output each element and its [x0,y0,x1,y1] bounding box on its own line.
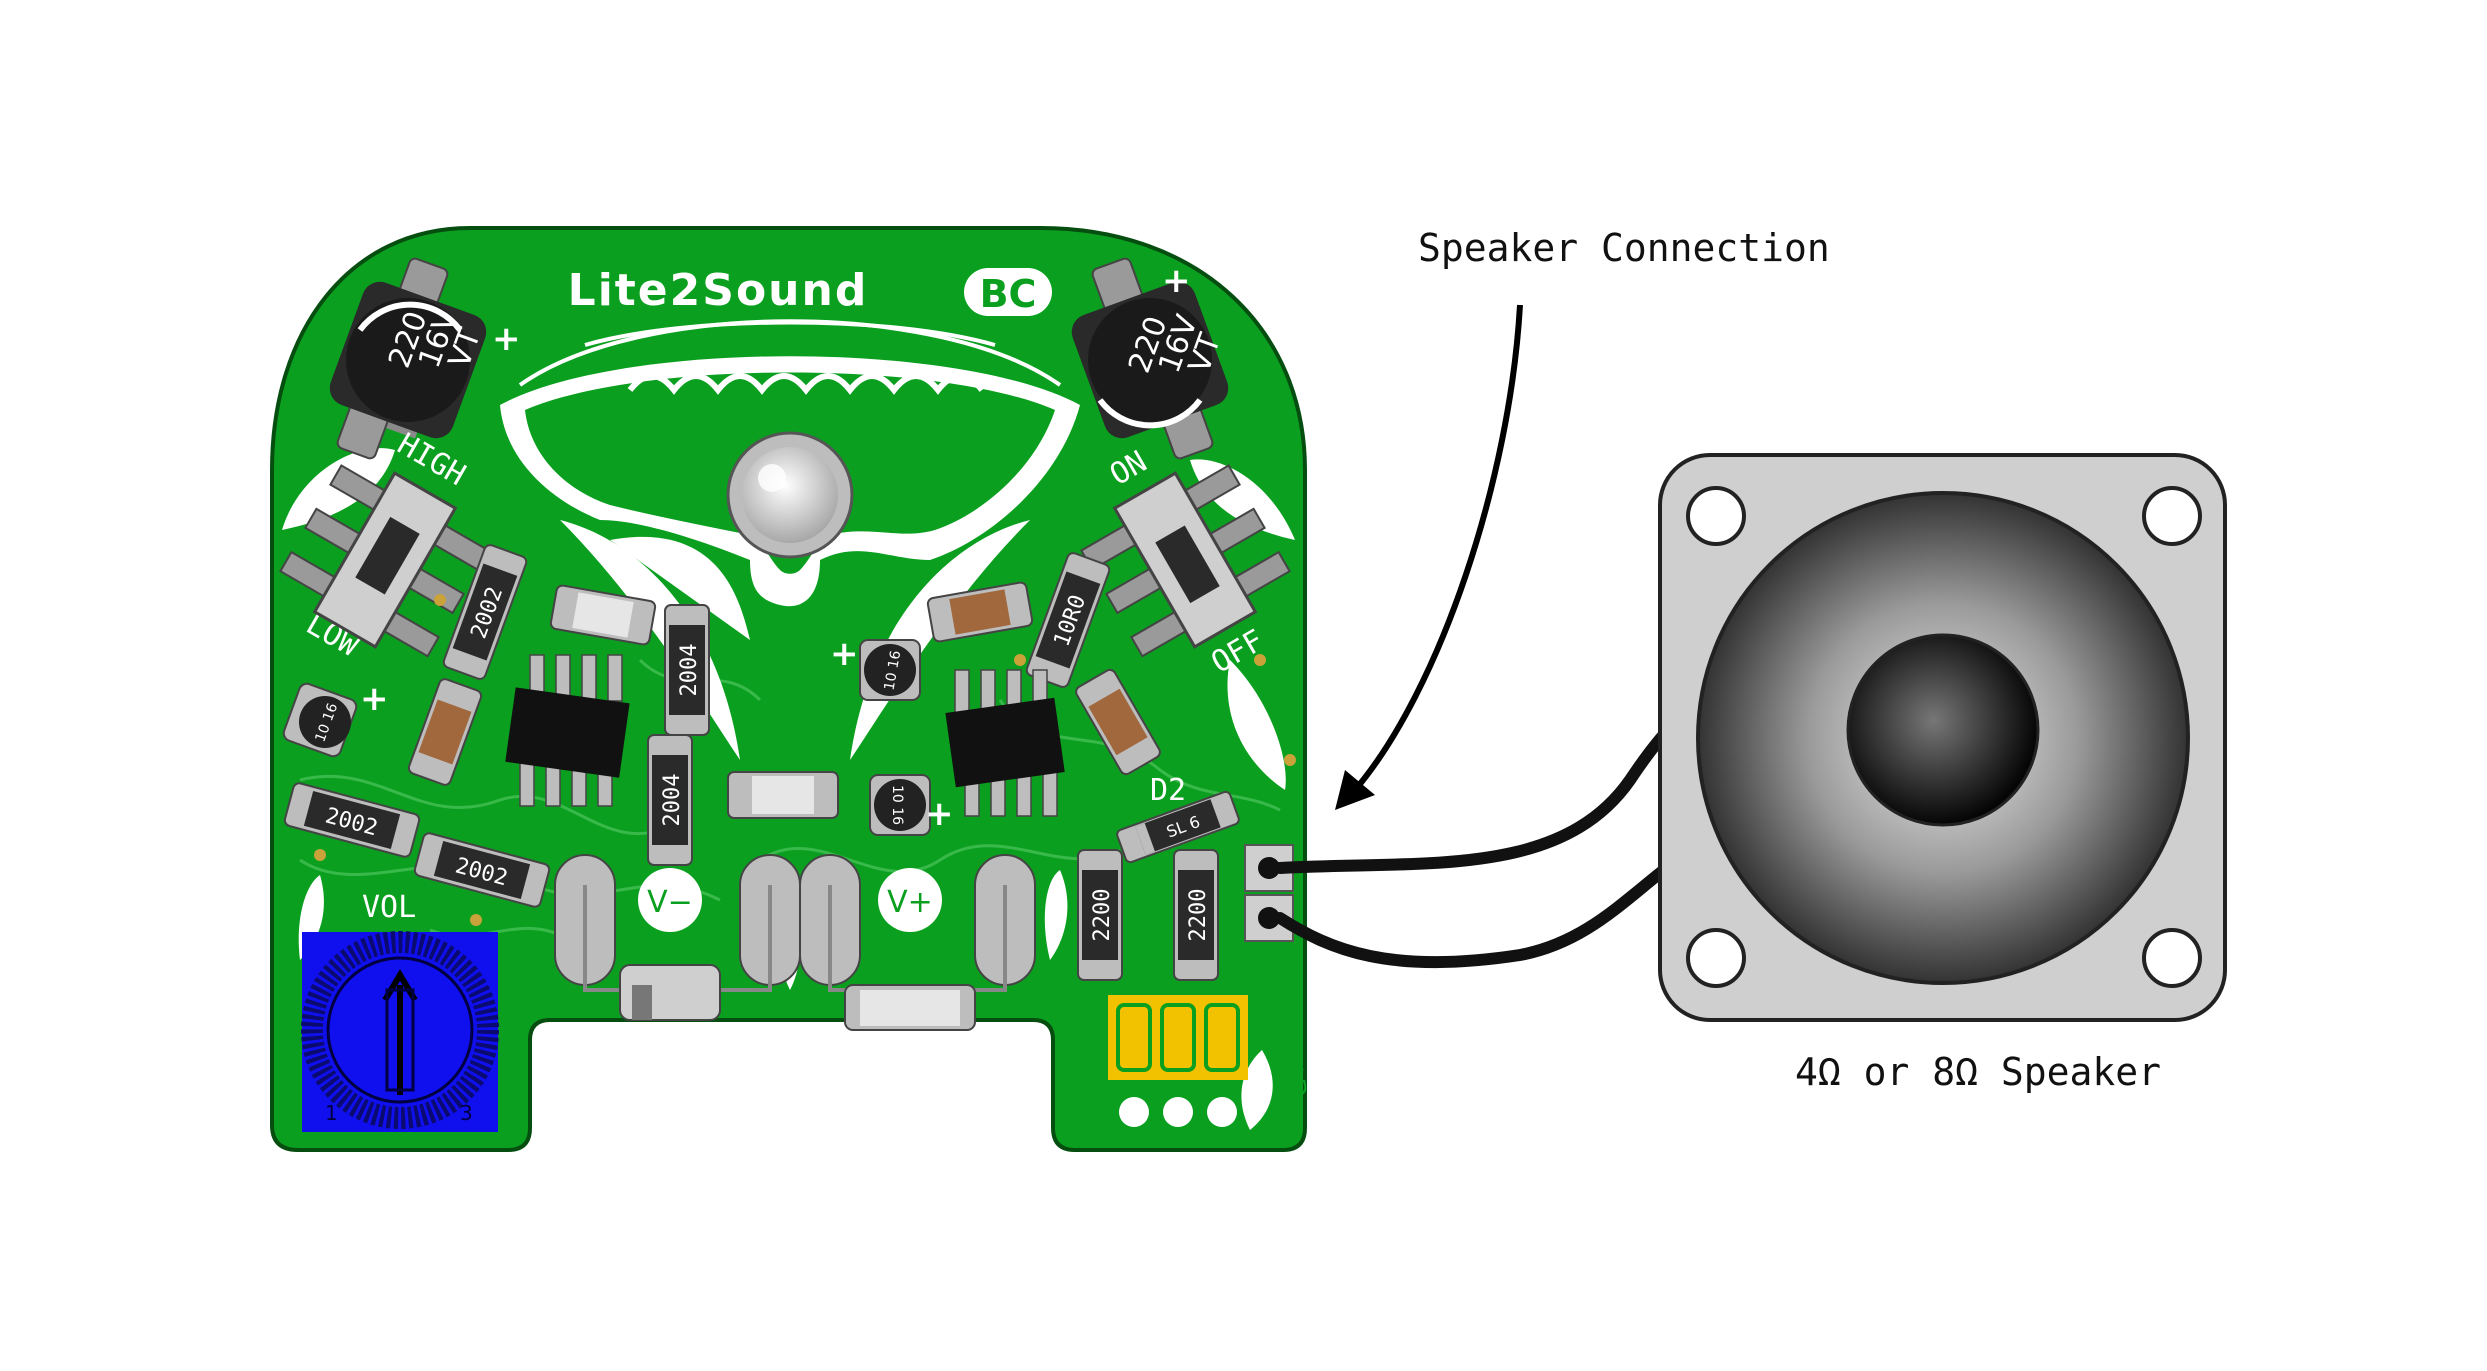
resistor-2002-a: 2002 [442,544,528,680]
resistor-2200-a: 2200 [1077,849,1123,981]
small-capacitor-c: 10 16 + [282,679,389,758]
speaker [1658,453,2227,1022]
wire-2 [1274,839,1706,969]
speaker-dome [1846,633,2040,827]
battery-clip-vminus: V− [554,854,801,1021]
volume-pot[interactable]: VOL 1 3 [301,890,499,1132]
logo-badge-text: BC [980,272,1037,316]
slide-switch-left[interactable] [271,448,498,672]
svg-text:+: + [925,794,954,834]
pot-label: VOL [362,890,416,925]
slide-switch-right[interactable] [1071,448,1298,672]
svg-text:V−: V− [647,885,693,920]
pcb-board: Lite2Sound BC 220 16V VT + 220 16V VT [270,226,1312,1152]
svg-text:2004: 2004 [677,644,702,697]
small-capacitor-b: 10 16 + [869,774,954,836]
svg-text:+: + [1162,261,1191,301]
diode-d2: D2 SL 6 [1116,773,1240,864]
svg-text:V+: V+ [887,885,933,920]
battery-clip-vplus: V+ [799,854,1036,1031]
arrow-head [1335,770,1375,810]
ic-chip-left [505,654,630,807]
svg-text:2004: 2004 [660,774,685,827]
svg-text:1: 1 [325,1101,338,1125]
logo-text: Lite2Sound [568,265,869,316]
pcb-vias [314,594,1296,926]
logo-badge [964,268,1052,316]
svg-text:2200: 2200 [1090,889,1115,942]
light-sensor [726,431,854,559]
svg-text:+: + [360,679,389,719]
svg-text:10 16: 10 16 [889,785,905,825]
pcb-scallop [627,373,985,395]
ic-chip-right [945,669,1065,817]
resistor-2002-c: 2002 [413,832,551,908]
header-pads: HEAD [1108,995,1312,1127]
ceramic-capacitors [407,581,1161,819]
connection-label: Speaker Connection [1418,226,1830,270]
resistor-2004-a: 2004 [664,604,710,736]
resistor-2004-b: 2004 [647,734,693,866]
resistor-10r0: 10R0 [1025,552,1111,688]
resistor-2200-b: 2200 [1173,849,1219,981]
connection-arrow [1335,304,1523,810]
svg-text:10 16: 10 16 [882,649,905,691]
capacitor-left: 220 16V VT + [329,257,521,460]
resistor-2002-b: 2002 [283,782,421,858]
svg-text:+: + [830,634,859,674]
diode-label: D2 [1150,773,1186,808]
speaker-wires [1274,699,1706,969]
capacitor-right: 220 16V VT + [1071,257,1228,460]
small-capacitor-a: 10 16 + [830,634,921,701]
svg-text:3: 3 [460,1101,473,1125]
svg-text:2200: 2200 [1186,889,1211,942]
svg-text:+: + [492,319,521,359]
pcb-logo: Lite2Sound BC [568,265,1052,316]
pcb-arc-2 [584,320,996,347]
speaker-label: 4Ω or 8Ω Speaker [1795,1050,2162,1094]
